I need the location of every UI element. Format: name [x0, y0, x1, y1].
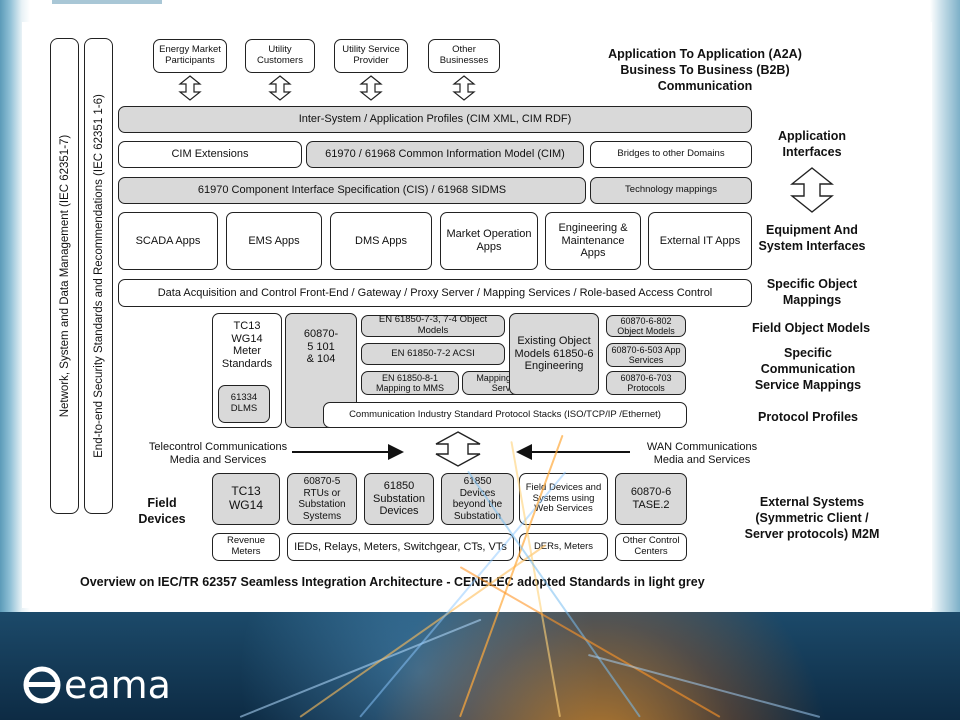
iec-60870-6-802: 60870-6-802 Object Models — [606, 315, 686, 337]
device-61850-beyond-substation: 61850 Devices beyond the Substation — [441, 473, 514, 525]
top-box-utility-service-provider: Utility Service Provider — [334, 39, 408, 73]
top-box-other-businesses: Other Businesses — [428, 39, 500, 73]
other-control-centers: Other Control Centers — [615, 533, 687, 561]
ders-meters: DERs, Meters — [519, 533, 608, 561]
existing-object-models: Existing Object Models 61850-6 Engineeri… — [509, 313, 599, 395]
footer-banner: eama — [0, 434, 960, 720]
double-arrow-protocol — [435, 431, 481, 467]
app-engineering-maintenance: Engineering & Maintenance Apps — [545, 212, 641, 270]
device-61850-substation: 61850 Substation Devices — [364, 473, 434, 525]
app-market-operation: Market Operation Apps — [440, 212, 538, 270]
label-specific-comm: Specific Communication Service Mappings — [754, 346, 862, 392]
label-application-interfaces: Application Interfaces — [777, 129, 847, 159]
security-standards-bar: End-to-end Security Standards and Recomm… — [84, 38, 113, 514]
device-60870-5-rtus: 60870-5 RTUs or Substation Systems — [287, 473, 357, 525]
bridges-other-domains: Bridges to other Domains — [590, 141, 752, 168]
device-60870-6-tase2: 60870-6 TASE.2 — [615, 473, 687, 525]
telecontrol-label: Telecontrol Communications Media and Ser… — [148, 441, 288, 467]
cim-extensions: CIM Extensions — [118, 141, 302, 168]
technology-mappings: Technology mappings — [590, 177, 752, 204]
double-arrow-businesses — [452, 75, 476, 101]
double-arrow-provider — [359, 75, 383, 101]
double-arrow-interfaces — [790, 167, 834, 213]
double-arrow-customers — [268, 75, 292, 101]
wan-label: WAN Communications Media and Services — [646, 441, 758, 467]
device-tc13-wg14: TC13 WG14 — [212, 473, 280, 525]
common-information-model: 61970 / 61968 Common Information Model (… — [306, 141, 584, 168]
tc13-wg14-meter-label: TC13 WG14 Meter Standards — [221, 320, 273, 370]
app-external-it: External IT Apps — [648, 212, 752, 270]
network-management-bar: Network, System and Data Management (IEC… — [50, 38, 79, 514]
label-field-object-models: Field Object Models — [751, 321, 871, 335]
revenue-meters: Revenue Meters — [212, 533, 280, 561]
device-web-services: Field Devices and Systems using Web Serv… — [519, 473, 608, 525]
app-scada: SCADA Apps — [118, 212, 218, 270]
double-arrow-energy — [178, 75, 202, 101]
diagram-slide: Network, System and Data Management (IEC… — [50, 38, 880, 589]
inter-system-profiles: Inter-System / Application Profiles (CIM… — [118, 106, 752, 133]
component-interface-spec: 61970 Component Interface Specification … — [118, 177, 586, 204]
arrows-layer — [178, 75, 834, 467]
en-61850-7-3-object-models: EN 61850-7-3, 7-4 Object Models — [361, 314, 505, 337]
eama-logo: eama — [20, 660, 220, 710]
protocol-stacks: Communication Industry Standard Protocol… — [323, 402, 687, 428]
fiber-strand — [239, 618, 482, 718]
ieds-relays-meters: IEDs, Relays, Meters, Switchgear, CTs, V… — [287, 533, 514, 561]
tc13-wg14-meter-standards: TC13 WG14 Meter Standards — [212, 313, 282, 428]
label-a2a: Application To Application (A2A) Busines… — [608, 47, 802, 93]
app-ems: EMS Apps — [226, 212, 322, 270]
label-external-systems: External Systems (Symmetric Client / Ser… — [744, 495, 880, 541]
app-dms: DMS Apps — [330, 212, 432, 270]
iec-60870-6-703: 60870-6-703 Protocols — [606, 371, 686, 395]
data-acquisition-front-end: Data Acquisition and Control Front-End /… — [118, 279, 752, 307]
label-specific-object-mappings: Specific Object Mappings — [766, 277, 858, 307]
eama-logo-text: eama — [64, 663, 171, 707]
en-61850-7-2-acsi: EN 61850-7-2 ACSI — [361, 343, 505, 365]
field-devices-label: Field Devices — [138, 496, 186, 526]
iec-60870-6-503: 60870-6-503 App Services — [606, 343, 686, 367]
top-box-energy-market: Energy Market Participants — [153, 39, 227, 73]
en-61850-8-1-mms: EN 61850-8-1 Mapping to MMS — [361, 371, 459, 395]
label-equipment-interfaces: Equipment And System Interfaces — [758, 223, 866, 253]
label-protocol-profiles: Protocol Profiles — [757, 410, 859, 424]
top-box-utility-customers: Utility Customers — [245, 39, 315, 73]
dlms-61334: 61334 DLMS — [218, 385, 270, 423]
iec-60870-5-label: 60870-5 101 & 104 — [303, 328, 339, 366]
slide-top-tabs — [52, 0, 162, 4]
